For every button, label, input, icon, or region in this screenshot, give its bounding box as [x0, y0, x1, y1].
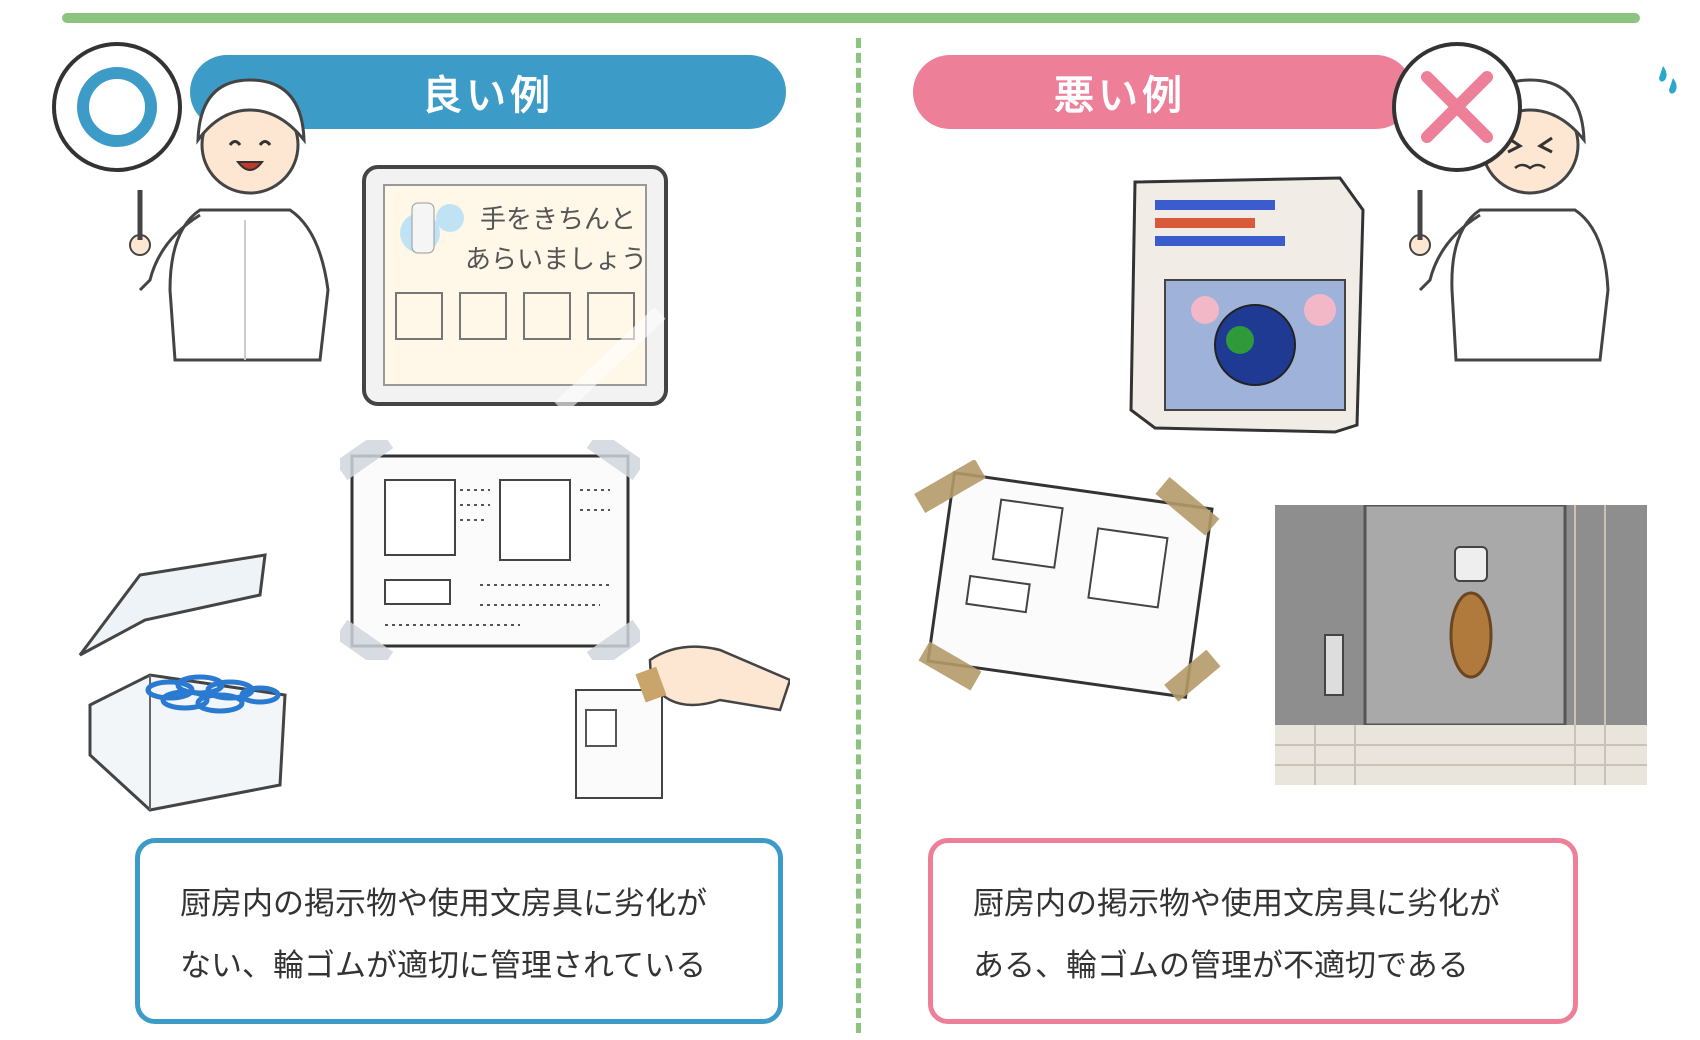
bad-caption-line1: 厨房内の掲示物や使用文房具に劣化が — [973, 886, 1500, 922]
poster-text-1: 手をきちんと — [480, 205, 636, 235]
good-caption-line2: ない、輪ゴムが適切に管理されている — [180, 948, 707, 984]
good-caption-line1: 厨房内の掲示物や使用文房具に劣化が — [180, 886, 707, 922]
center-divider — [856, 38, 861, 1033]
bad-banner-label: 悪い例 — [1054, 73, 1186, 119]
poster-text-2: あらいましょう — [465, 245, 647, 275]
neatly-taped-notice — [340, 440, 640, 660]
maru-sign-icon — [52, 42, 182, 172]
bad-caption-box: 厨房内の掲示物や使用文房具に劣化が ある、輪ゴムの管理が不適切である — [928, 838, 1578, 1024]
worn-torn-poster — [1129, 176, 1365, 434]
rubber-bands-on-hook — [1275, 505, 1647, 785]
good-banner-label: 良い例 — [422, 73, 554, 119]
rubber-band-box — [78, 553, 287, 812]
top-rule — [62, 13, 1640, 23]
bad-caption-line2: ある、輪ゴムの管理が不適切である — [973, 948, 1469, 984]
good-caption-box: 厨房内の掲示物や使用文房具に劣化が ない、輪ゴムが適切に管理されている — [135, 838, 783, 1024]
hand-applying-notice — [575, 645, 790, 799]
dirty-taped-notice — [914, 460, 1221, 702]
bad-example-banner: 悪い例 — [913, 55, 1413, 129]
batsu-sign-icon — [1392, 42, 1522, 172]
clean-handwash-poster: 手をきちんと あらいましょう — [362, 165, 668, 408]
good-worker-illustration — [129, 78, 330, 362]
sweat-drop-icon — [1655, 60, 1685, 104]
